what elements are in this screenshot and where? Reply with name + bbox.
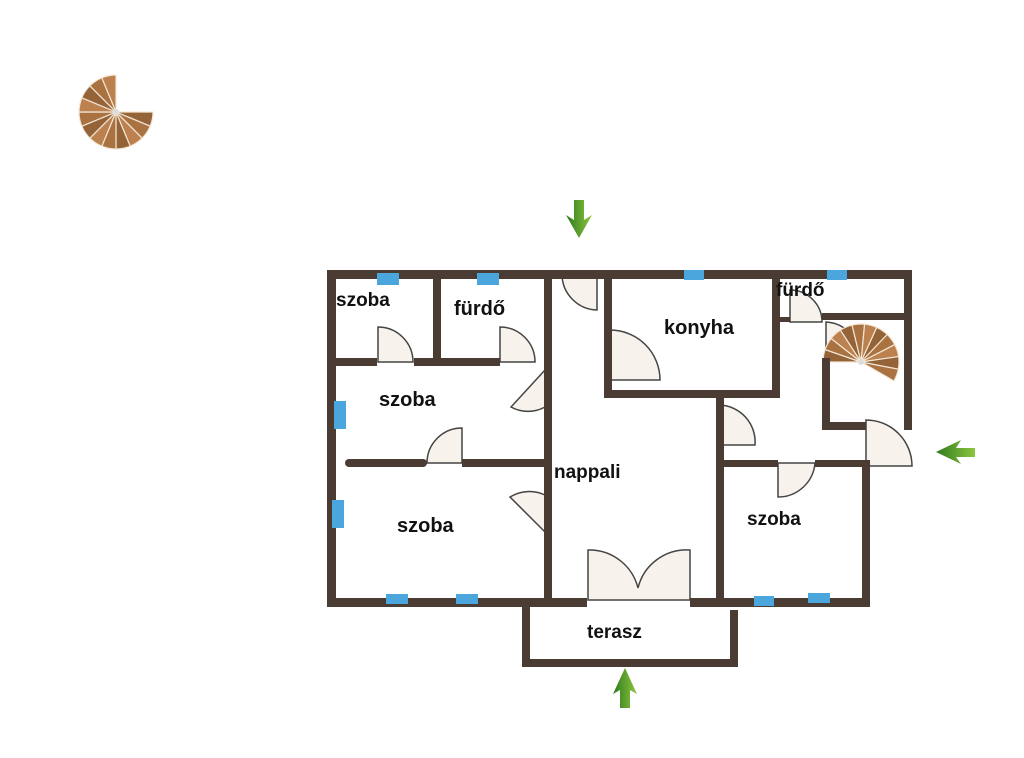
window <box>754 596 774 606</box>
door <box>777 462 816 498</box>
room-label-szoba-right: szoba <box>747 509 801 530</box>
door <box>499 326 536 363</box>
room-label-nappali: nappali <box>554 462 621 483</box>
room-label-szoba-middle: szoba <box>379 389 436 411</box>
spiral-staircase-inner <box>822 323 900 382</box>
windows <box>332 270 847 606</box>
door <box>865 419 913 467</box>
door <box>789 289 823 323</box>
window <box>827 270 847 280</box>
door <box>509 368 546 413</box>
door <box>377 326 414 363</box>
door <box>609 329 661 381</box>
window <box>386 594 408 604</box>
door <box>561 273 598 311</box>
stair-post <box>858 359 864 365</box>
door <box>426 427 463 464</box>
spiral-staircase-outer <box>78 74 154 150</box>
doors <box>377 273 913 601</box>
room-label-terasz: terasz <box>587 622 642 643</box>
window <box>332 500 344 528</box>
entrance-arrows <box>566 200 975 708</box>
room-label-furdo-right: fürdő <box>776 280 825 301</box>
room-label-konyha: konyha <box>664 317 735 339</box>
room-label-szoba-bottom-left: szoba <box>397 515 454 537</box>
window <box>377 273 399 285</box>
window <box>456 594 478 604</box>
arrow-left-icon <box>936 440 975 464</box>
door <box>508 490 546 534</box>
room-label-furdo-left: fürdő <box>454 298 506 320</box>
arrow-up-icon <box>613 668 637 708</box>
double-door <box>587 549 691 601</box>
stair-step <box>101 74 117 113</box>
window <box>684 270 704 280</box>
arrow-down-icon <box>566 200 592 238</box>
door <box>719 404 756 446</box>
stair-step <box>860 361 900 382</box>
window <box>477 273 499 285</box>
room-label-szoba-small: szoba <box>336 290 390 311</box>
window <box>808 593 830 603</box>
stair-post <box>113 109 119 115</box>
window <box>334 401 346 429</box>
